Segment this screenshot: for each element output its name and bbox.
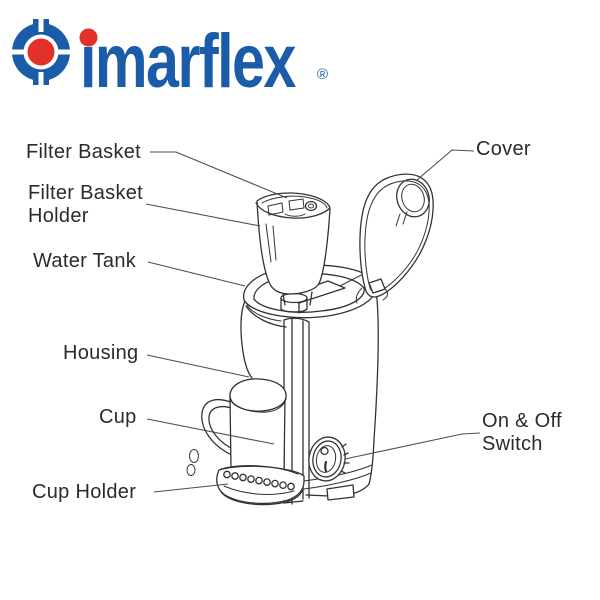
cup-holder-bead-trim xyxy=(223,470,295,491)
leader-line-on-off-switch xyxy=(344,432,481,460)
leader-lines xyxy=(145,149,481,493)
leader-line-cup xyxy=(146,418,275,445)
label-on-off-switch: On & Off Switch xyxy=(482,410,562,455)
label-cover: Cover xyxy=(476,138,531,160)
filter-basket-drawing xyxy=(267,198,318,217)
switch-ring-hatching xyxy=(340,443,350,474)
water-tank-drawing xyxy=(243,246,417,322)
on-off-switch-drawing xyxy=(308,436,350,482)
leader-line-housing xyxy=(146,354,250,378)
leader-line-filter-basket-holder xyxy=(145,203,261,227)
registered-trademark: ® xyxy=(317,66,328,83)
logo-mark-icon xyxy=(9,16,73,88)
label-housing: Housing xyxy=(63,342,139,364)
label-cup-holder: Cup Holder xyxy=(32,481,137,503)
logo-wordmark: imarflex xyxy=(80,19,296,104)
cup-drawing xyxy=(186,378,287,480)
label-water-tank: Water Tank xyxy=(33,250,137,272)
label-filter-basket-holder: Filter Basket Holder xyxy=(28,182,144,227)
leader-line-filter-basket xyxy=(150,151,288,199)
label-filter-basket: Filter Basket xyxy=(26,141,142,163)
label-cup: Cup xyxy=(99,406,137,428)
brand-logo: imarflex ® xyxy=(9,16,328,104)
logo-i-dot xyxy=(79,28,98,47)
filter-basket-holder-drawing xyxy=(255,192,331,306)
cover-drawing xyxy=(355,173,434,304)
cup-holder-drawing xyxy=(216,465,305,506)
leader-line-cover xyxy=(416,149,475,181)
leader-line-water-tank xyxy=(147,261,246,287)
cover-hinge-drawing xyxy=(355,278,388,304)
coffee-maker-drawing xyxy=(186,173,434,506)
housing-drawing xyxy=(240,289,379,505)
leader-line-cup-holder xyxy=(153,483,229,493)
logo-center-dot xyxy=(27,38,55,66)
